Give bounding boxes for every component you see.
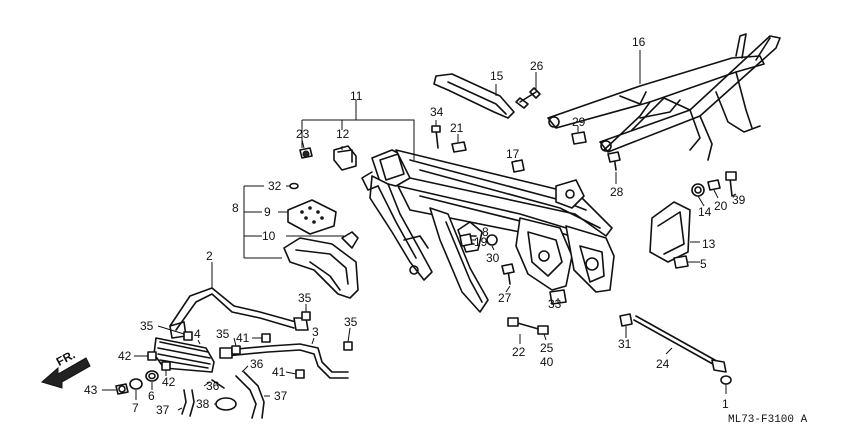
callout-43: 43	[84, 383, 98, 397]
bolt-27	[501, 263, 515, 285]
callout-2: 2	[206, 249, 213, 263]
callout-32: 32	[268, 179, 282, 193]
callout-29: 29	[572, 115, 586, 129]
bolt-23	[299, 147, 313, 159]
hose-36	[211, 371, 265, 419]
clip-12	[333, 145, 357, 171]
callout-labels: 11 12 23 15 26 16 34 21 17 29 28 32 8 9 …	[84, 35, 746, 417]
callout-8: 8	[232, 201, 239, 215]
bolt-26	[515, 87, 541, 109]
callout-38: 38	[196, 397, 210, 411]
callout-33: 33	[548, 297, 562, 311]
callout-36b: 36	[206, 379, 220, 393]
callout-35c: 35	[216, 327, 230, 341]
collar-21	[451, 141, 467, 153]
callout-24: 24	[656, 357, 670, 371]
cap-1	[720, 375, 732, 385]
bolt-41a	[261, 333, 271, 343]
callout-28: 28	[610, 185, 624, 199]
callout-20: 20	[714, 199, 728, 213]
callout-1: 1	[722, 397, 729, 411]
callout-8b: 8	[482, 225, 489, 239]
callout-14: 14	[698, 205, 712, 219]
callout-30: 30	[486, 251, 500, 265]
callout-10: 10	[262, 229, 276, 243]
callout-42a: 42	[118, 349, 132, 363]
bolt-39	[725, 171, 737, 197]
callout-19: 19	[474, 235, 488, 249]
nut-5	[673, 255, 689, 269]
callout-4: 4	[194, 327, 201, 341]
callout-42b: 42	[162, 375, 176, 389]
bushing-29	[571, 131, 587, 145]
nut-33	[549, 289, 567, 305]
callout-12: 12	[336, 127, 350, 141]
callout-6: 6	[148, 389, 155, 403]
callout-15: 15	[490, 69, 504, 83]
bolt-35b	[183, 331, 193, 341]
front-direction-arrow	[40, 357, 91, 389]
bolt-19	[459, 233, 473, 247]
rail-cover	[433, 73, 515, 119]
bolt-43	[115, 383, 129, 395]
callout-41a: 41	[236, 331, 250, 345]
callout-23: 23	[296, 127, 310, 141]
callout-9: 9	[264, 205, 271, 219]
bolt-42b	[161, 361, 171, 371]
oil-hose-2	[169, 287, 309, 331]
callout-17: 17	[506, 147, 520, 161]
bolt-30	[486, 234, 498, 246]
callout-37b: 37	[156, 403, 170, 417]
bracket-13	[649, 201, 691, 263]
callout-35b: 35	[140, 319, 154, 333]
callout-39: 39	[732, 193, 746, 207]
bolt-34	[431, 125, 441, 149]
callout-25: 25	[540, 341, 554, 355]
hose-37	[181, 389, 195, 417]
leader-lines	[102, 50, 737, 411]
rear-subframe	[547, 33, 781, 161]
grommet-32	[289, 182, 299, 190]
bolt-41b	[295, 369, 305, 379]
collar-6	[145, 370, 159, 382]
bolt-35c	[231, 345, 241, 355]
clip-17	[511, 159, 525, 173]
nut-31	[619, 313, 633, 327]
bolt-42a	[147, 351, 157, 361]
bolt-35a	[301, 311, 311, 321]
callout-11: 11	[350, 89, 363, 103]
oil-hose-3	[219, 343, 349, 379]
callout-21: 21	[450, 121, 464, 135]
callout-7: 7	[132, 401, 139, 415]
callout-35d: 35	[344, 315, 358, 329]
callout-27: 27	[498, 291, 512, 305]
washer-7	[129, 378, 143, 390]
callout-16: 16	[632, 35, 646, 49]
rubber-pad-9	[287, 199, 337, 235]
callout-34: 34	[430, 105, 444, 119]
callout-13: 13	[702, 237, 716, 251]
callout-26: 26	[530, 59, 544, 73]
clamp-38	[215, 397, 237, 411]
callout-41b: 41	[272, 365, 286, 379]
callout-37a: 37	[274, 389, 288, 403]
collar-20	[707, 179, 721, 191]
battery-cover-10	[283, 231, 359, 299]
rod-24	[633, 315, 727, 373]
callout-5: 5	[700, 257, 707, 271]
callout-40: 40	[540, 355, 554, 369]
bolt-22	[507, 317, 549, 335]
bolt-35d	[343, 341, 353, 351]
callout-22: 22	[512, 345, 526, 359]
bolt-28	[607, 151, 621, 171]
callout-35a: 35	[298, 291, 312, 305]
callout-36a: 36	[250, 357, 264, 371]
grommet-14	[691, 183, 705, 197]
callout-31: 31	[618, 337, 632, 351]
main-frame	[361, 149, 615, 313]
callout-3: 3	[312, 325, 319, 339]
drawing-code: ML73-F3100 A	[728, 414, 808, 426]
